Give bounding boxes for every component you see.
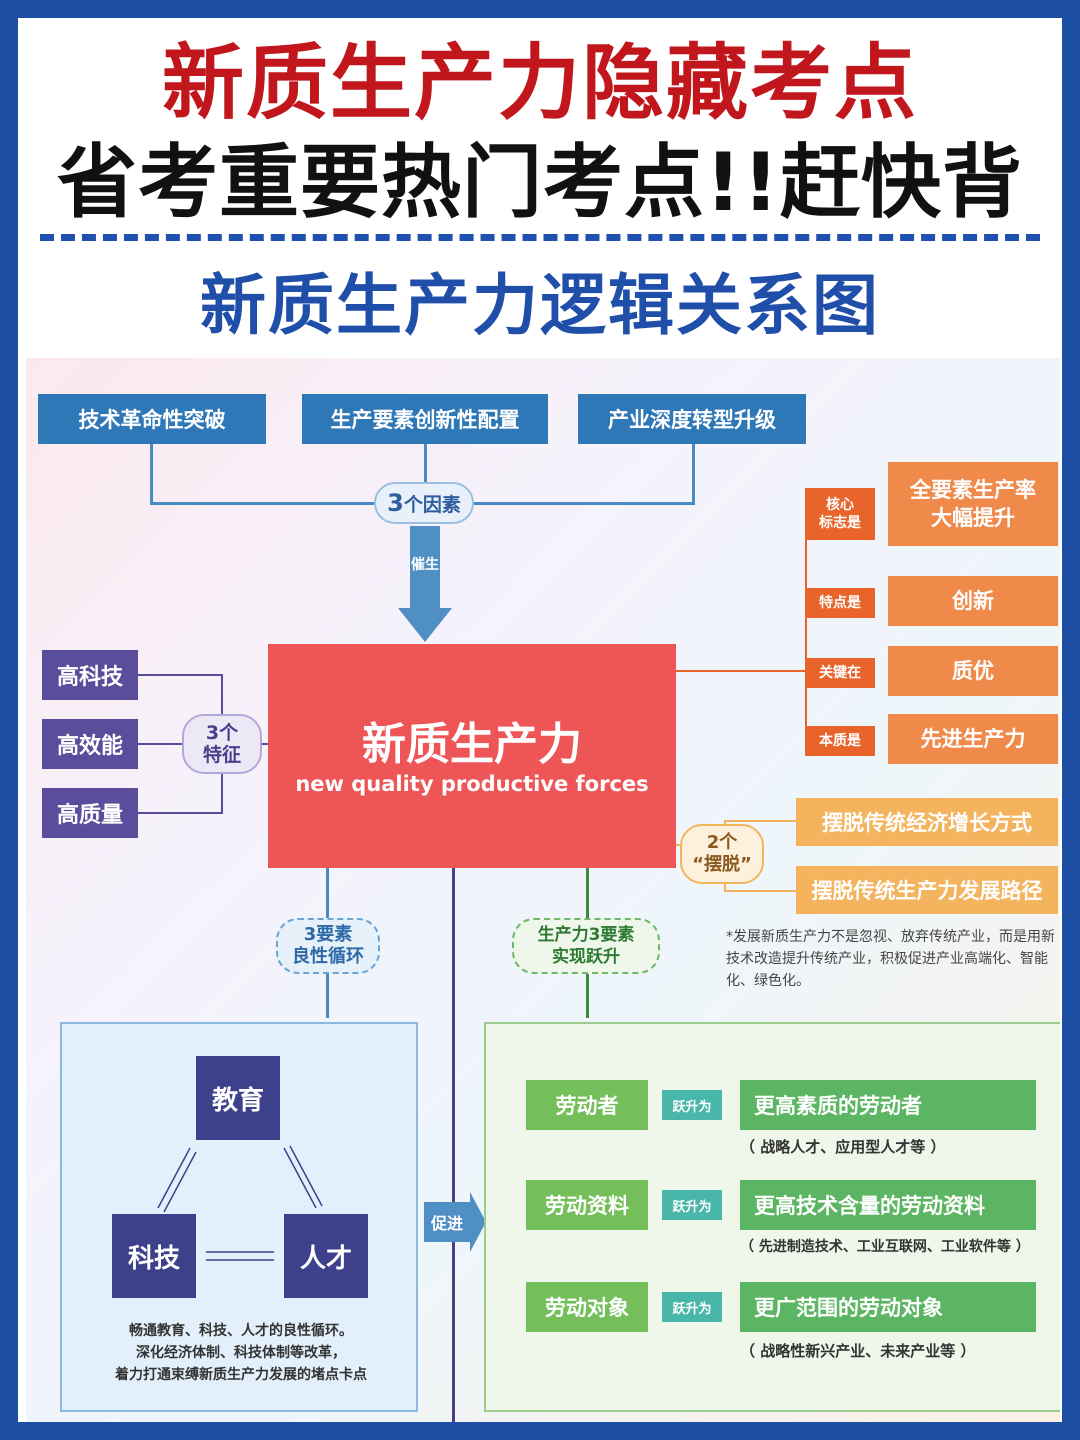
- attr-connector: 特点是: [805, 588, 875, 618]
- cycle-label-line2: 良性循环: [292, 946, 364, 967]
- connector-line: [452, 868, 455, 1422]
- break-free-count: 2个: [706, 832, 738, 853]
- factors-hub: 3 个因素: [374, 482, 474, 524]
- arrow-right-icon: [470, 1192, 486, 1252]
- leap-arrow: 跃升为: [662, 1190, 722, 1220]
- connector-line: [692, 444, 695, 504]
- core-box: 新质生产力 new quality productive forces: [268, 644, 676, 868]
- attr-value: 全要素生产率 大幅提升: [888, 462, 1058, 546]
- leap-label-line1: 生产力3要素: [537, 925, 635, 945]
- logic-diagram: 技术革命性突破 生产要素创新性配置 产业深度转型升级 3 个因素 催生 新质生产…: [26, 358, 1060, 1422]
- feature-box: 高科技: [42, 650, 138, 700]
- feature-box: 高效能: [42, 719, 138, 769]
- diagram-title: 新质生产力逻辑关系图: [200, 267, 880, 344]
- arrow-line: [289, 1145, 323, 1207]
- core-subtitle: new quality productive forces: [295, 772, 649, 796]
- attr-value: 创新: [888, 576, 1058, 626]
- sub-title: 省考重要热门考点!!赶快背: [57, 136, 1023, 229]
- leap-to: 更高技术含量的劳动资料: [740, 1180, 1036, 1230]
- leap-example: （ 战略性新兴产业、未来产业等 ）: [740, 1342, 976, 1360]
- connector-line: [805, 508, 807, 738]
- cycle-label: 3要素 良性循环: [276, 918, 380, 974]
- features-hub: 3个 特征: [182, 714, 262, 774]
- attr-connector: 本质是: [805, 726, 875, 756]
- cycle-node-education: 教育: [196, 1056, 280, 1140]
- connector-line: [138, 812, 222, 814]
- cycle-label-line1: 3要素: [303, 924, 353, 945]
- connector-line: [138, 743, 222, 745]
- leap-example: （ 先进制造技术、工业互联网、工业软件等 ）: [740, 1239, 1030, 1255]
- cycle-node-talent: 人才: [284, 1214, 368, 1298]
- core-title: 新质生产力: [362, 719, 582, 770]
- attr-connector: 核心 标志是: [805, 488, 875, 540]
- attr-connector-label: 核心 标志是: [819, 497, 861, 531]
- leap-panel: 劳动者 跃升为 更高素质的劳动者 （ 战略人才、应用型人才等 ） 劳动资料 跃升…: [484, 1022, 1060, 1412]
- connector-line: [724, 820, 796, 822]
- arrow-line: [163, 1151, 197, 1213]
- connector-line: [424, 444, 427, 504]
- factors-count: 3: [387, 489, 404, 517]
- arrow-label: 催生: [411, 557, 439, 573]
- break-free-item: 摆脱传统生产力发展路径: [796, 866, 1058, 914]
- factor-box: 生产要素创新性配置: [302, 394, 548, 444]
- cycle-desc-line: 畅通教育、科技、人才的良性循环。: [129, 1323, 353, 1339]
- cycle-arrows: [157, 1145, 323, 1261]
- break-free-hub: 2个 “摆脱”: [680, 824, 764, 884]
- cycle-desc-line: 深化经济体制、科技体制等改革，: [136, 1345, 346, 1361]
- promote-arrow: 促进: [424, 1202, 470, 1242]
- arrow-line: [283, 1147, 317, 1209]
- attr-value: 先进生产力: [888, 714, 1058, 764]
- main-title: 新质生产力隐藏考点: [161, 36, 918, 131]
- connector-line: [676, 670, 806, 672]
- leap-label: 生产力3要素 实现跃升: [512, 918, 660, 974]
- arrow-shaft: [410, 526, 440, 616]
- leap-from: 劳动对象: [526, 1282, 648, 1332]
- break-free-item: 摆脱传统经济增长方式: [796, 798, 1058, 846]
- factor-box: 产业深度转型升级: [578, 394, 806, 444]
- feature-box: 高质量: [42, 788, 138, 838]
- factor-box: 技术革命性突破: [38, 394, 266, 444]
- leap-label-line2: 实现跃升: [552, 947, 620, 967]
- leap-to: 更广范围的劳动对象: [740, 1282, 1036, 1332]
- leap-arrow: 跃升为: [662, 1292, 722, 1322]
- connector-line: [138, 674, 222, 676]
- leap-arrow: 跃升为: [662, 1090, 722, 1120]
- cycle-node-technology: 科技: [112, 1214, 196, 1298]
- break-free-label: “摆脱”: [692, 854, 752, 875]
- factors-hub-label: 个因素: [403, 493, 461, 516]
- connector-line: [150, 444, 153, 504]
- cycle-desc-line: 着力打通束缚新质生产力发展的堵点卡点: [115, 1367, 367, 1383]
- arrow-line: [157, 1147, 191, 1209]
- poster: 新质生产力隐藏考点 省考重要热门考点!!赶快背 新质生产力逻辑关系图 技术革命性…: [18, 18, 1062, 1422]
- dashed-divider: [40, 234, 1040, 241]
- connector-line: [724, 890, 796, 892]
- leap-to: 更高素质的劳动者: [740, 1080, 1036, 1130]
- break-free-note: *发展新质生产力不是忽视、放弃传统产业，而是用新技术改造提升传统产业，积极促进产…: [726, 929, 1055, 989]
- features-hub-count: 3个: [205, 722, 239, 744]
- leap-example: （ 战略人才、应用型人才等 ）: [740, 1138, 946, 1156]
- cycle-description: 畅通教育、科技、人才的良性循环。 深化经济体制、科技体制等改革， 着力打通束缚新…: [62, 1320, 420, 1386]
- features-hub-label: 特征: [202, 744, 241, 766]
- attr-connector: 关键在: [805, 658, 875, 688]
- arrow-down-icon: [398, 608, 452, 642]
- leap-from: 劳动资料: [526, 1180, 648, 1230]
- cycle-panel: 教育 科技 人才 畅通教育、科技、人才的良性循环。 深化经济体制、科技体制等改革…: [60, 1022, 418, 1412]
- attr-value: 质优: [888, 646, 1058, 696]
- leap-from: 劳动者: [526, 1080, 648, 1130]
